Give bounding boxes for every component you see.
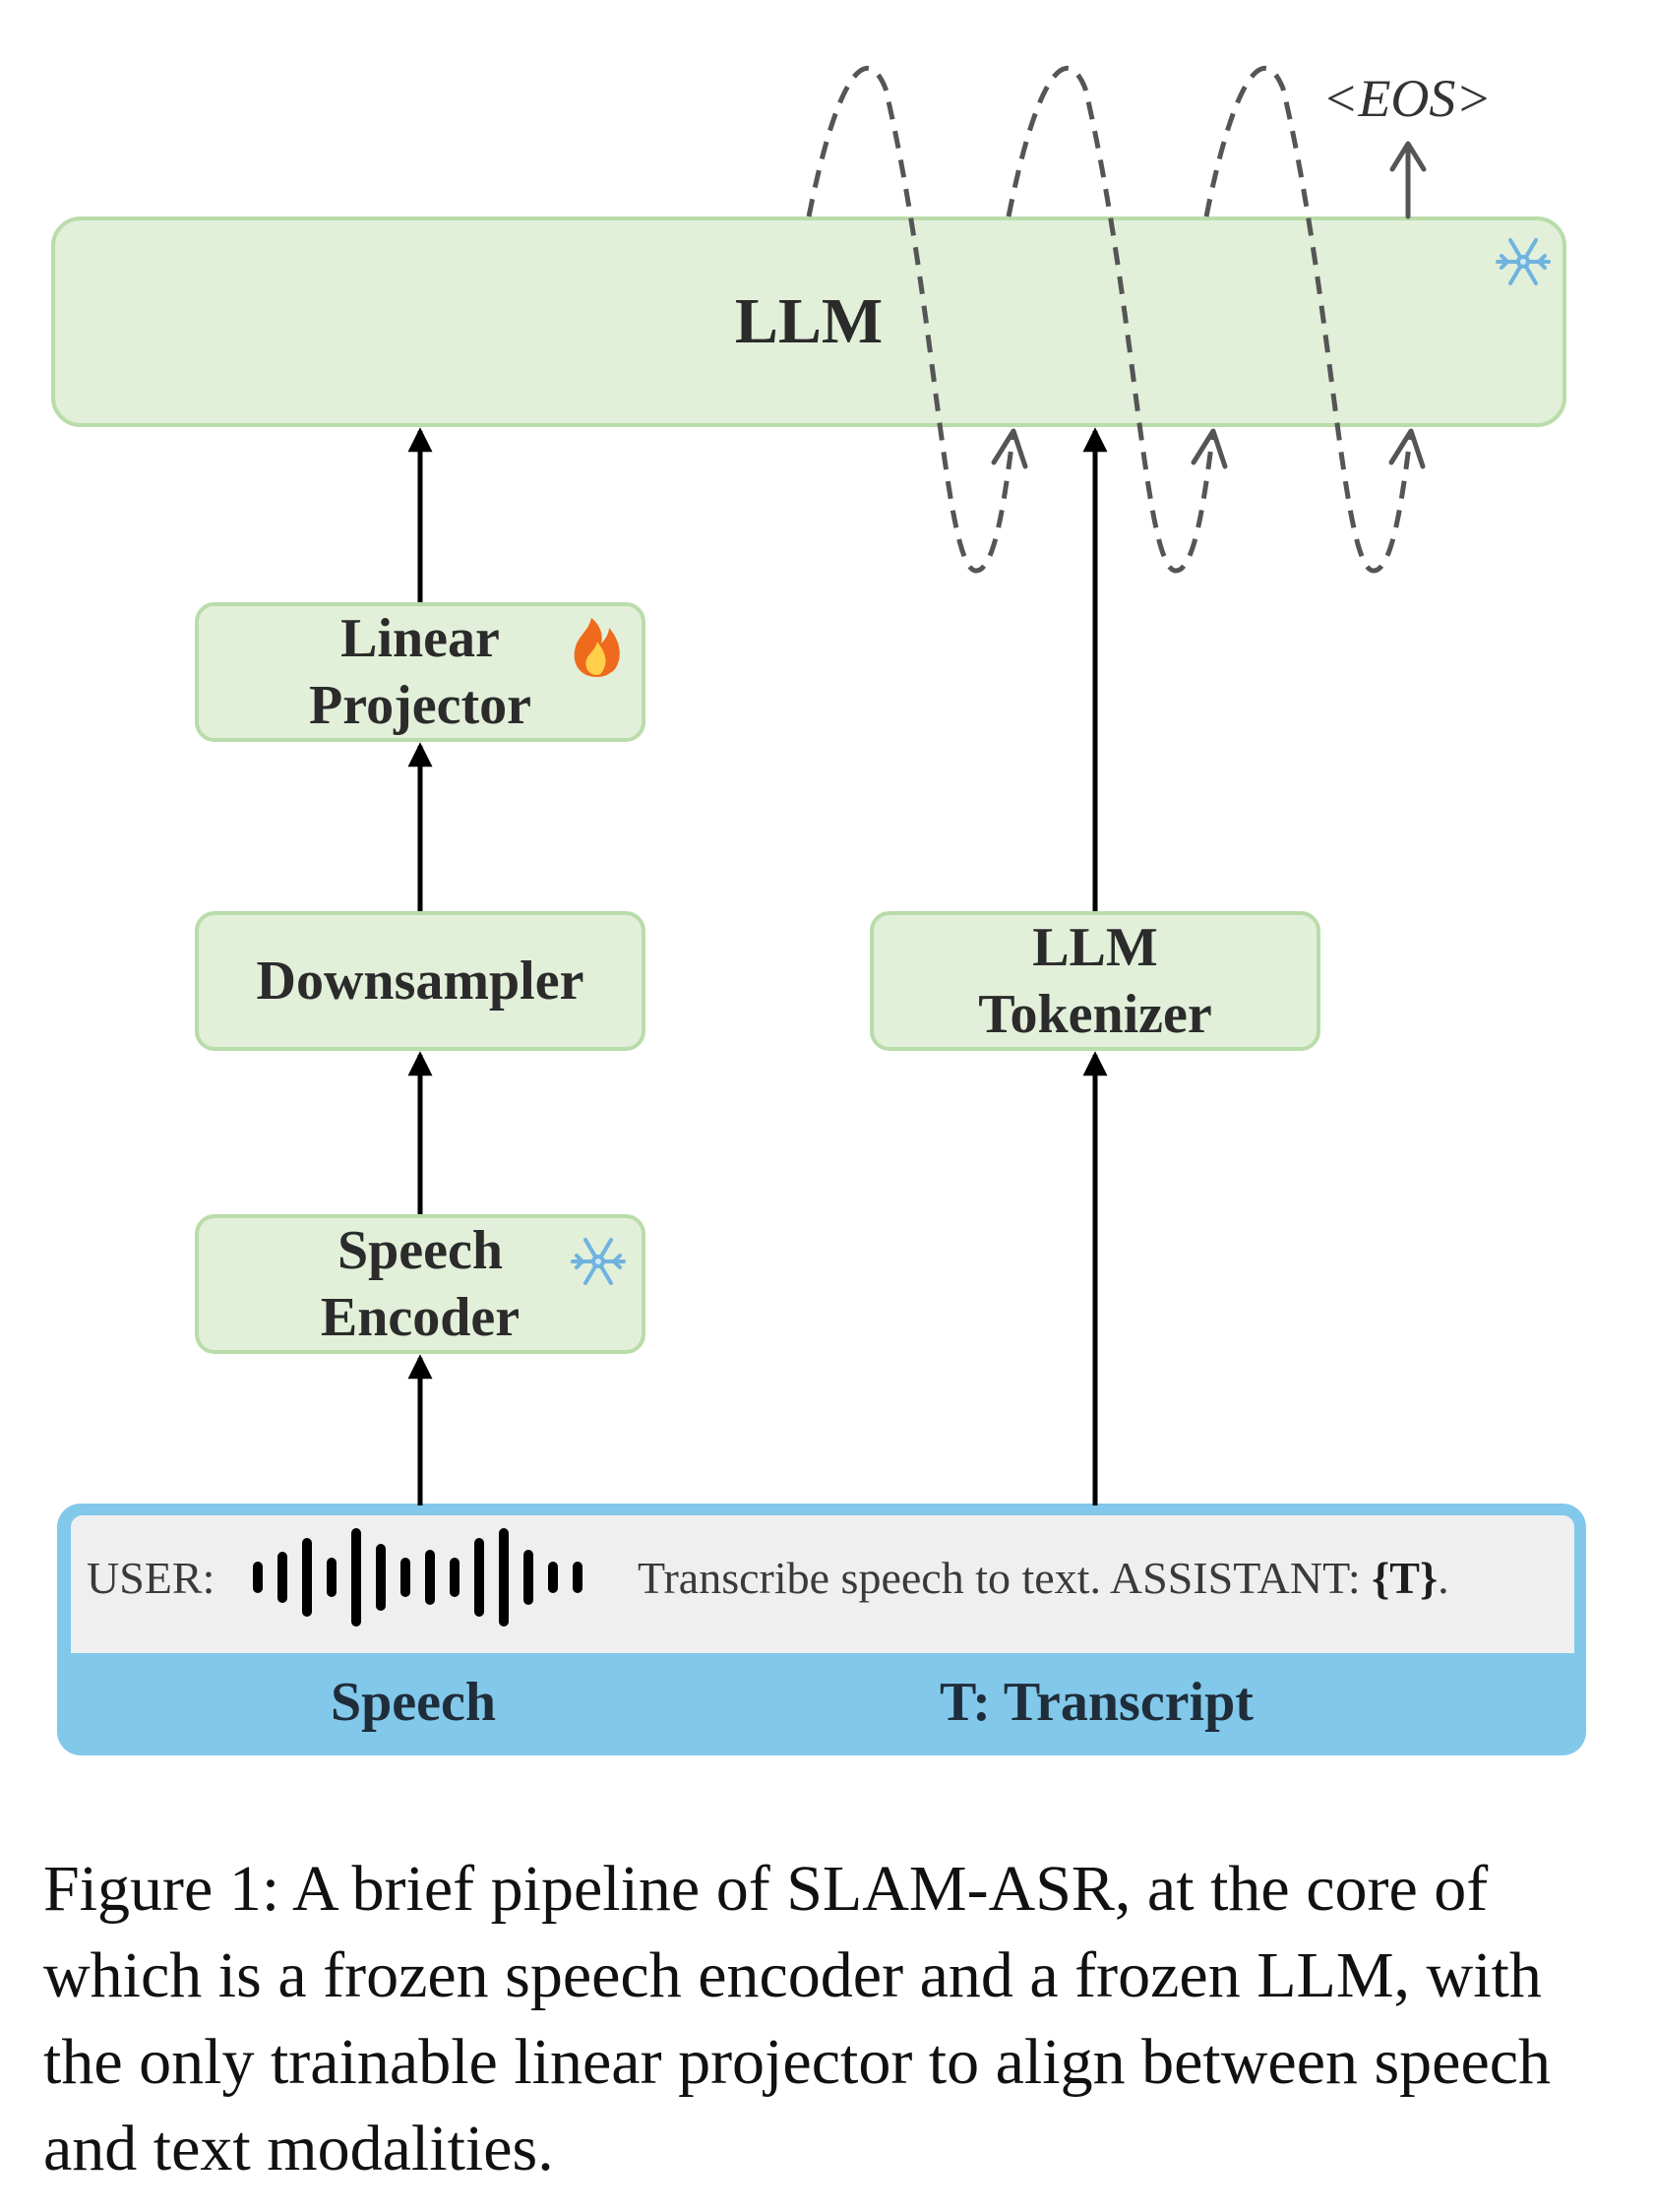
autoregressive-loop-1	[806, 66, 1016, 574]
transcript-segment-label: T: Transcript	[940, 1672, 1254, 1733]
downsampler-box: Downsampler	[195, 911, 645, 1051]
speech-segment-label: Speech	[331, 1672, 496, 1733]
prompt-user-label: USER:	[87, 1553, 215, 1603]
llm-tokenizer-label: LLM Tokenizer	[978, 917, 1212, 1045]
dashed-arrowhead-3	[1388, 428, 1426, 469]
pipeline-figure: LLM Linear Projector Downsampler Speech …	[51, 66, 1586, 1755]
llm-label: LLM	[734, 285, 884, 357]
figure-caption: Figure 1: A brief pipeline of SLAM-ASR, …	[43, 1853, 1552, 2184]
fire-icon	[574, 618, 620, 677]
speech-encoder-box: Speech Encoder	[195, 1214, 645, 1354]
dashed-arrowhead-1	[991, 428, 1028, 469]
llm-tokenizer-box: LLM Tokenizer	[870, 911, 1320, 1051]
prompt-instruction: Transcribe speech to text. ASSISTANT: {T…	[638, 1551, 1449, 1606]
snowflake-icon	[1496, 238, 1551, 285]
speech-encoder-label: Speech Encoder	[320, 1220, 521, 1348]
downsampler-label: Downsampler	[256, 951, 584, 1012]
speech-waveform-icon	[253, 1528, 582, 1627]
dashed-arrowhead-2	[1191, 428, 1228, 469]
linear-projector-box: Linear Projector	[195, 602, 645, 742]
prompt-instruction-suffix: .	[1438, 1553, 1449, 1603]
autoregressive-loop-2	[1006, 66, 1216, 574]
snowflake-icon	[571, 1238, 626, 1285]
prompt-text-area	[71, 1515, 1574, 1653]
eos-arrowhead	[1389, 141, 1427, 172]
autoregressive-loop-3	[1203, 66, 1414, 574]
transcript-token: {T}	[1372, 1553, 1439, 1603]
eos-label: <EOS>	[1322, 69, 1492, 128]
linear-projector-label: Linear Projector	[309, 608, 531, 736]
prompt-instruction-text: Transcribe speech to text. ASSISTANT:	[638, 1553, 1373, 1603]
diagram-graphics	[253, 66, 1551, 1627]
